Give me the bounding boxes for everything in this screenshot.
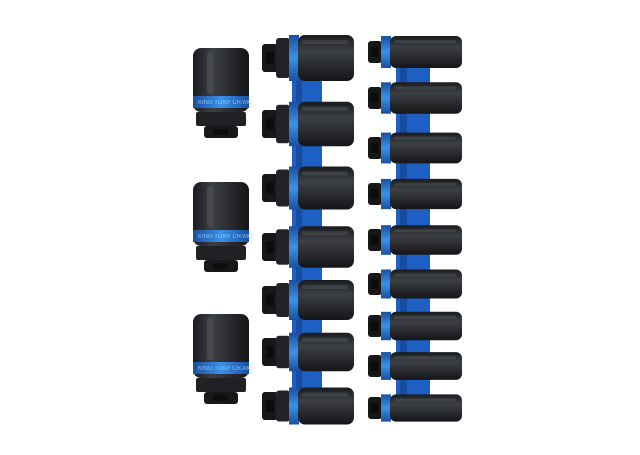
socket-band — [289, 101, 299, 147]
socket-band — [381, 269, 391, 299]
medium-socket — [262, 35, 354, 81]
socket-band — [193, 96, 249, 108]
socket-band — [381, 394, 391, 422]
medium-socket — [262, 101, 354, 147]
socket-band — [193, 362, 249, 374]
medium-socket — [262, 387, 354, 425]
socket-band — [381, 178, 391, 210]
medium-socket — [262, 166, 354, 210]
deep-socket: KING TONY CR-MO — [193, 48, 253, 138]
band-marking: KING TONY CR-MO — [198, 366, 253, 372]
socket-band — [381, 352, 391, 380]
band-marking: KING TONY CR-MO — [198, 100, 253, 106]
socket-band — [193, 230, 249, 242]
medium-socket — [262, 332, 354, 372]
deep-socket-group: KING TONY CR-MO KING TONY CR-MO KING TONY … — [193, 48, 253, 404]
socket-band — [289, 226, 299, 268]
socket-band — [289, 280, 299, 320]
socket-band — [289, 166, 299, 210]
medium-socket — [262, 226, 354, 268]
small-socket — [368, 178, 462, 210]
small-socket — [368, 352, 462, 380]
socket-band — [289, 332, 299, 372]
small-socket — [368, 36, 462, 68]
socket-band — [381, 311, 391, 341]
socket-band — [381, 82, 391, 114]
small-socket — [368, 394, 462, 422]
band-marking: KING TONY CR-MO — [198, 234, 253, 240]
small-socket — [368, 311, 462, 341]
medium-socket-group — [262, 35, 354, 425]
deep-socket: KING TONY CR-MO — [193, 314, 253, 404]
deep-socket: KING TONY CR-MO — [193, 182, 253, 272]
small-socket — [368, 269, 462, 299]
medium-socket — [262, 280, 354, 320]
small-socket-group — [368, 36, 462, 422]
socket-band — [381, 36, 391, 68]
small-socket — [368, 82, 462, 114]
socket-band — [381, 132, 391, 164]
small-socket — [368, 225, 462, 255]
socket-band — [381, 225, 391, 255]
small-socket — [368, 132, 462, 164]
socket-band — [289, 387, 299, 425]
socket-band — [289, 35, 299, 81]
